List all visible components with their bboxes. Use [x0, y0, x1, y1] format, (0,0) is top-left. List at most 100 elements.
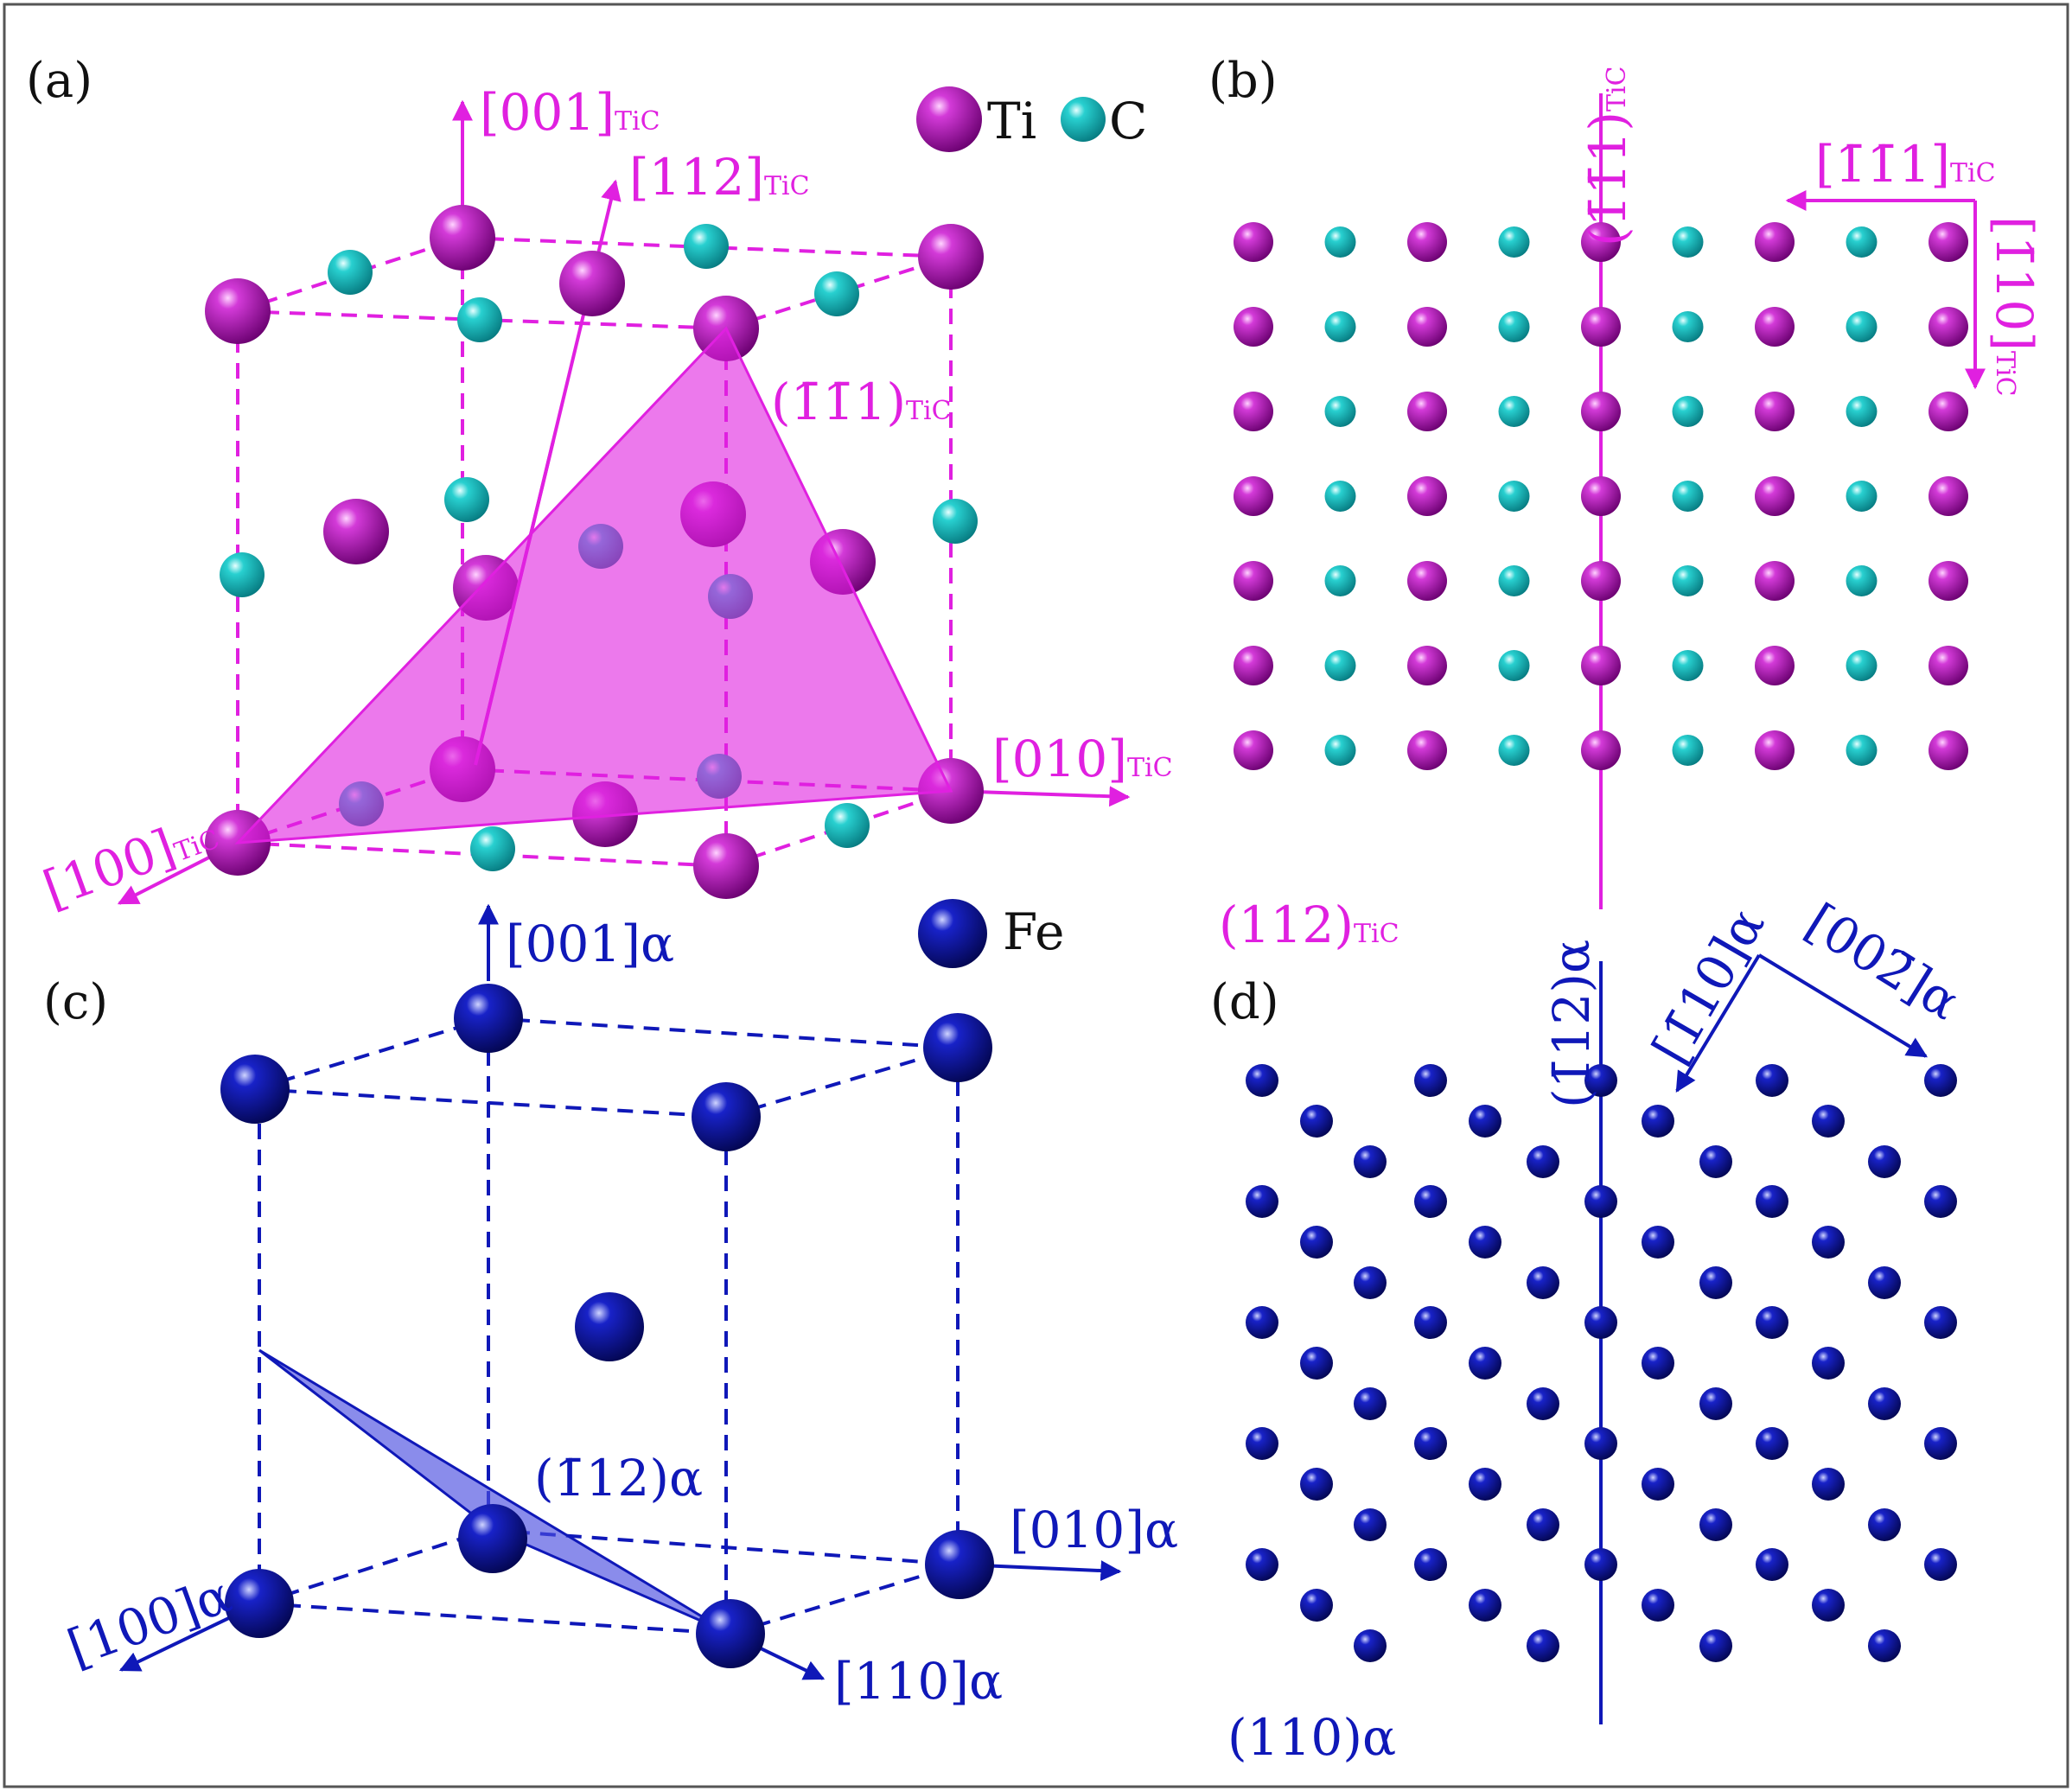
fe-atom: [1812, 1347, 1845, 1380]
fe-atom: [1246, 1306, 1278, 1339]
ti-atom: [1581, 392, 1621, 431]
fe-atom: [1699, 1266, 1732, 1299]
tic-111-plane-label: (1̄1̄1)TiC: [771, 373, 952, 431]
fe-atom: [1414, 1306, 1447, 1339]
tic-112-axis-label: [112]TiC: [629, 148, 810, 207]
fe-001-axis-label: [001]α: [506, 915, 674, 973]
fe-atom: [1527, 1387, 1559, 1420]
fe-atom: [1812, 1468, 1845, 1501]
c-atom: [814, 271, 859, 316]
c-atom: [1498, 481, 1530, 512]
fe-atom: [1527, 1508, 1559, 1541]
fe-atom: [1246, 1185, 1278, 1218]
fe-atom: [1354, 1145, 1387, 1178]
fe-atom: [1584, 1548, 1617, 1581]
fe-atom: [1246, 1427, 1278, 1460]
ti-atom: [1755, 646, 1795, 685]
fe-110-direction-label: [1̄10]α: [1641, 898, 1776, 1074]
fe-atoms: [220, 984, 994, 1668]
fe-112-plane: [258, 1348, 731, 1635]
ti-atom: [1755, 561, 1795, 601]
fe-atom: [1642, 1226, 1674, 1259]
ti-atom: [1929, 561, 1968, 601]
ti-atom: [1234, 222, 1273, 262]
fe-atom: [1246, 1064, 1278, 1097]
panel-b-label: (b): [1208, 53, 1278, 109]
c-atom: [1846, 481, 1878, 512]
fe-atom: [1642, 1468, 1674, 1501]
fe-atom: [925, 1530, 994, 1599]
ti-atom: [1407, 307, 1447, 347]
fe-atom: [1756, 1064, 1788, 1097]
fe-atom: [1414, 1185, 1447, 1218]
fe-atom: [1924, 1064, 1957, 1097]
fe-atom: [1300, 1226, 1333, 1259]
fe-atom: [1868, 1508, 1901, 1541]
ti-atom: [1755, 730, 1795, 770]
panel-a-label: (a): [26, 53, 92, 109]
c-atom: [1672, 650, 1704, 681]
c-atom: [1672, 311, 1704, 342]
fe-100-axis-label: [100]α: [61, 1565, 239, 1679]
fe-atom: [1469, 1468, 1501, 1501]
tic-001-axis-label: [001]TiC: [480, 83, 660, 142]
ti-atom: [1929, 646, 1968, 685]
ti-atom: [1581, 646, 1621, 685]
c-atom: [470, 826, 515, 871]
ti-atom: [1407, 222, 1447, 262]
tic-111-direction-label: [1̄1̄1]TiC: [1815, 135, 1996, 194]
fe-atom: [1642, 1105, 1674, 1138]
fe-atom: [1924, 1306, 1957, 1339]
fe-atom: [575, 1292, 644, 1361]
fe-atom: [1699, 1145, 1732, 1178]
c-atom: [1324, 481, 1356, 512]
fe-atom: [1868, 1629, 1901, 1662]
figure-border: [3, 3, 2069, 1788]
ti-atom: [559, 251, 625, 316]
ti-atom: [1407, 392, 1447, 431]
fe-atom: [1469, 1347, 1501, 1380]
c-atom: [1498, 735, 1530, 766]
c-atom: [1498, 311, 1530, 342]
fe-010-axis-label: [010]α: [1010, 1501, 1178, 1559]
ti-atom: [1234, 392, 1273, 431]
fe-110-direction-arrow: [1675, 953, 1761, 1093]
fe-atom: [1414, 1427, 1447, 1460]
ti-atom: [1755, 222, 1795, 262]
fe-atom: [1924, 1427, 1957, 1460]
c-legend-label: C: [1109, 92, 1147, 150]
c-atom: [1846, 565, 1878, 596]
tic-111-plane: [234, 326, 953, 845]
fe-atom: [458, 1504, 527, 1573]
fe-atom: [1699, 1387, 1732, 1420]
fe-atom: [1812, 1226, 1845, 1259]
c-atom: [825, 803, 870, 848]
fe-atom: [1469, 1226, 1501, 1259]
ti-atom: [1755, 476, 1795, 516]
c-atom: [1672, 226, 1704, 258]
c-atom: [1324, 396, 1356, 427]
fe-atom: [923, 1013, 992, 1082]
fe-110-axis-label: [110]α: [834, 1652, 1003, 1711]
c-atom: [933, 499, 978, 544]
fe-atom: [1584, 1185, 1617, 1218]
c-atom: [1672, 481, 1704, 512]
fe-atom: [1642, 1589, 1674, 1622]
c-atom: [1498, 650, 1530, 681]
c-atom: [1846, 226, 1878, 258]
fe-atom: [1868, 1266, 1901, 1299]
panel-d: (d) (1̄12)α [1̄10]α [002̄]α (110)α: [1210, 892, 1970, 1767]
fe-atom: [1300, 1589, 1333, 1622]
ti-atom: [1407, 646, 1447, 685]
fe-atom: [1584, 1306, 1617, 1339]
ti-atom: [430, 205, 495, 271]
fe-atom: [1246, 1548, 1278, 1581]
c-atom: [220, 552, 265, 597]
c-atom: [1324, 650, 1356, 681]
fe-atom: [1414, 1548, 1447, 1581]
fe-atom: [1354, 1508, 1387, 1541]
fe-atom: [1354, 1387, 1387, 1420]
fe-unit-cell-edges: [254, 1017, 960, 1635]
fe-002-direction-arrow: [1757, 953, 1929, 1058]
